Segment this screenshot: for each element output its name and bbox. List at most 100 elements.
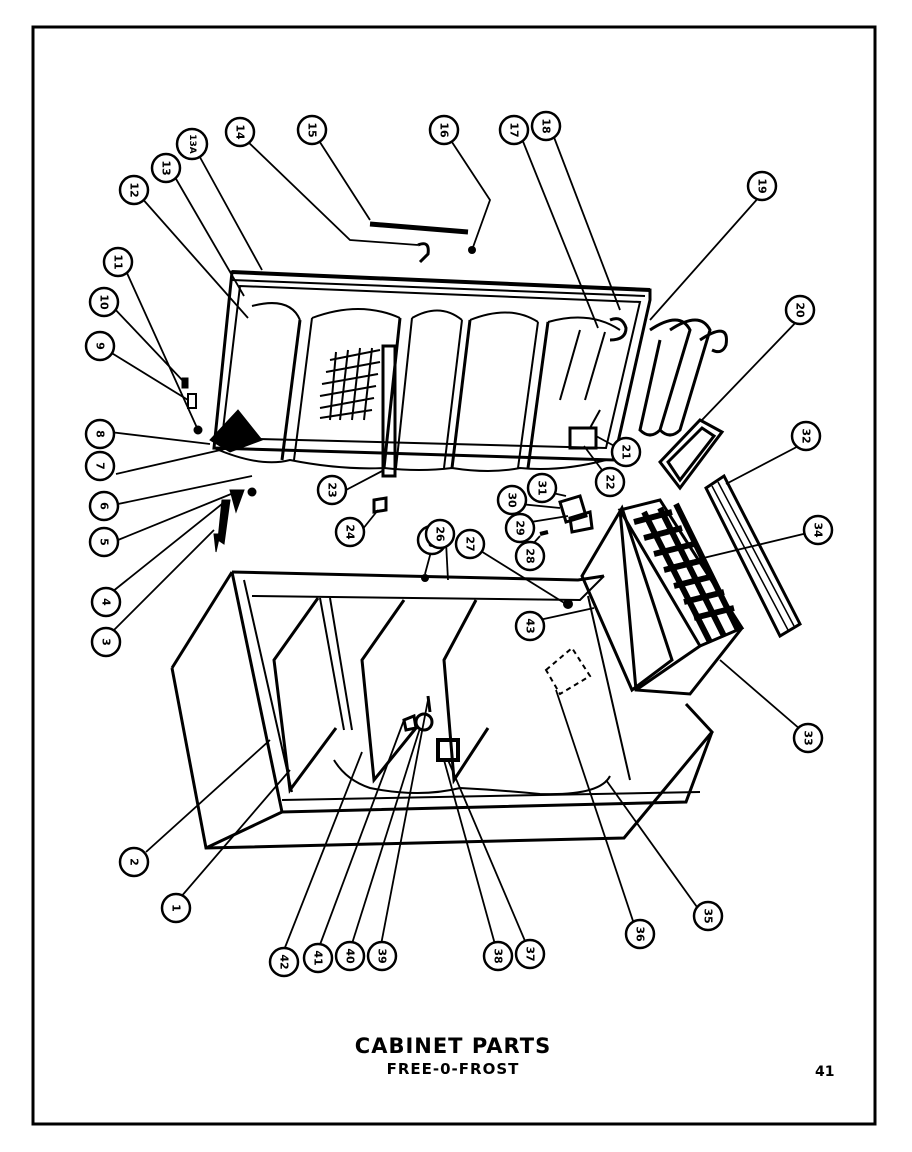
callout-2: 2 (118, 846, 150, 878)
callout-31: 31 (526, 472, 558, 504)
trim-strip-lines (711, 481, 795, 631)
callout-circle (150, 152, 182, 184)
callout-circle (526, 472, 558, 504)
divider-panel (580, 504, 674, 693)
callout-label: 34 (812, 522, 825, 538)
callout-circle (88, 526, 120, 558)
callout-circle (530, 110, 562, 142)
callout-14: 14 (224, 116, 256, 148)
screw-25 (421, 574, 429, 582)
callout-circle (792, 722, 824, 754)
callout-label: 1 (170, 904, 183, 912)
cabinet-body (170, 570, 714, 850)
callout-label: 35 (702, 908, 715, 923)
callout-circle (482, 940, 514, 972)
callout-label: 40 (344, 948, 357, 964)
callout-29: 29 (504, 512, 536, 544)
hook-part (609, 317, 628, 342)
bracket-part (417, 242, 430, 264)
leader-lines (109, 131, 821, 951)
callout-6: 6 (88, 490, 120, 522)
callout-circle (692, 900, 724, 932)
callout-circle (334, 940, 366, 972)
evaporator-grid (319, 347, 381, 421)
callout-26: 26 (424, 518, 456, 550)
callout-34: 34 (802, 514, 834, 546)
callout-circle (496, 484, 528, 516)
callout-23: 23 (316, 474, 348, 506)
callout-circle (514, 610, 546, 642)
condenser-coil (638, 318, 728, 437)
door-handle (369, 221, 469, 235)
callout-circle (428, 114, 460, 146)
callout-33: 33 (792, 722, 824, 754)
callout-label: 26 (434, 526, 447, 542)
callout-label: 2 (128, 858, 141, 866)
diagram-title: CABINET PARTS (354, 1034, 552, 1058)
callout-circle (594, 466, 626, 498)
callout-label: 41 (312, 950, 325, 965)
callout-circle (316, 474, 348, 506)
callout-43: 43 (514, 610, 546, 642)
callout-label: 42 (278, 954, 291, 969)
callout-circle (454, 528, 486, 560)
callout-41: 41 (302, 942, 334, 974)
callout-12: 12 (118, 174, 150, 206)
callout-label: 36 (634, 926, 647, 942)
callout-label: 10 (98, 294, 111, 310)
trim-strip (704, 473, 802, 639)
callout-label: 32 (800, 428, 813, 443)
callout-18: 18 (530, 110, 562, 142)
diagram-subtitle: FREE-0-FROST (386, 1060, 520, 1078)
callout-circle (498, 114, 530, 146)
callout-40: 40 (334, 940, 366, 972)
callout-circle (302, 942, 334, 974)
callout-1: 1 (160, 892, 192, 924)
callout-label: 5 (98, 538, 111, 546)
callout-circle (160, 892, 192, 924)
callout-3: 3 (90, 626, 122, 658)
callout-label: 20 (794, 302, 807, 318)
callout-label: 13A (187, 134, 197, 154)
callout-label: 11 (112, 254, 125, 269)
callout-label: 7 (94, 462, 107, 470)
callout-circle (746, 170, 778, 202)
callout-30: 30 (496, 484, 528, 516)
callout-39: 39 (366, 940, 398, 972)
callout-17: 17 (498, 114, 530, 146)
callout-label: 3 (100, 638, 113, 646)
callout-21: 21 (610, 436, 642, 468)
page-number: 41 (815, 1064, 835, 1080)
callout-circle (514, 938, 546, 970)
callout-circle (624, 918, 656, 950)
callout-13a: 13A (175, 127, 209, 161)
callout-label: 22 (604, 474, 617, 489)
callout-circle (102, 246, 134, 278)
callout-circle (802, 514, 834, 546)
callout-label: 33 (802, 730, 815, 745)
callout-circle (296, 114, 328, 146)
callout-22: 22 (594, 466, 626, 498)
callout-20: 20 (784, 294, 816, 326)
callout-circle (504, 512, 536, 544)
callout-11: 11 (102, 246, 134, 278)
callout-label: 28 (524, 548, 537, 563)
callout-label: 29 (514, 520, 527, 535)
callout-label: 19 (756, 178, 769, 193)
cabinet-liner-assembly (209, 270, 652, 478)
callout-circle (84, 330, 116, 362)
callout-circle (90, 586, 122, 618)
callout-label: 18 (540, 118, 553, 133)
callout-circle (118, 174, 150, 206)
callout-label: 43 (524, 618, 537, 633)
callout-circle (118, 846, 150, 878)
callout-8: 8 (84, 418, 116, 450)
callout-label: 6 (98, 502, 111, 510)
callout-circle (334, 516, 366, 548)
callout-19: 19 (746, 170, 778, 202)
callout-label: 38 (492, 948, 505, 963)
callout-label: 8 (94, 430, 107, 438)
callout-9: 9 (84, 330, 116, 362)
callout-label: 21 (620, 444, 633, 459)
